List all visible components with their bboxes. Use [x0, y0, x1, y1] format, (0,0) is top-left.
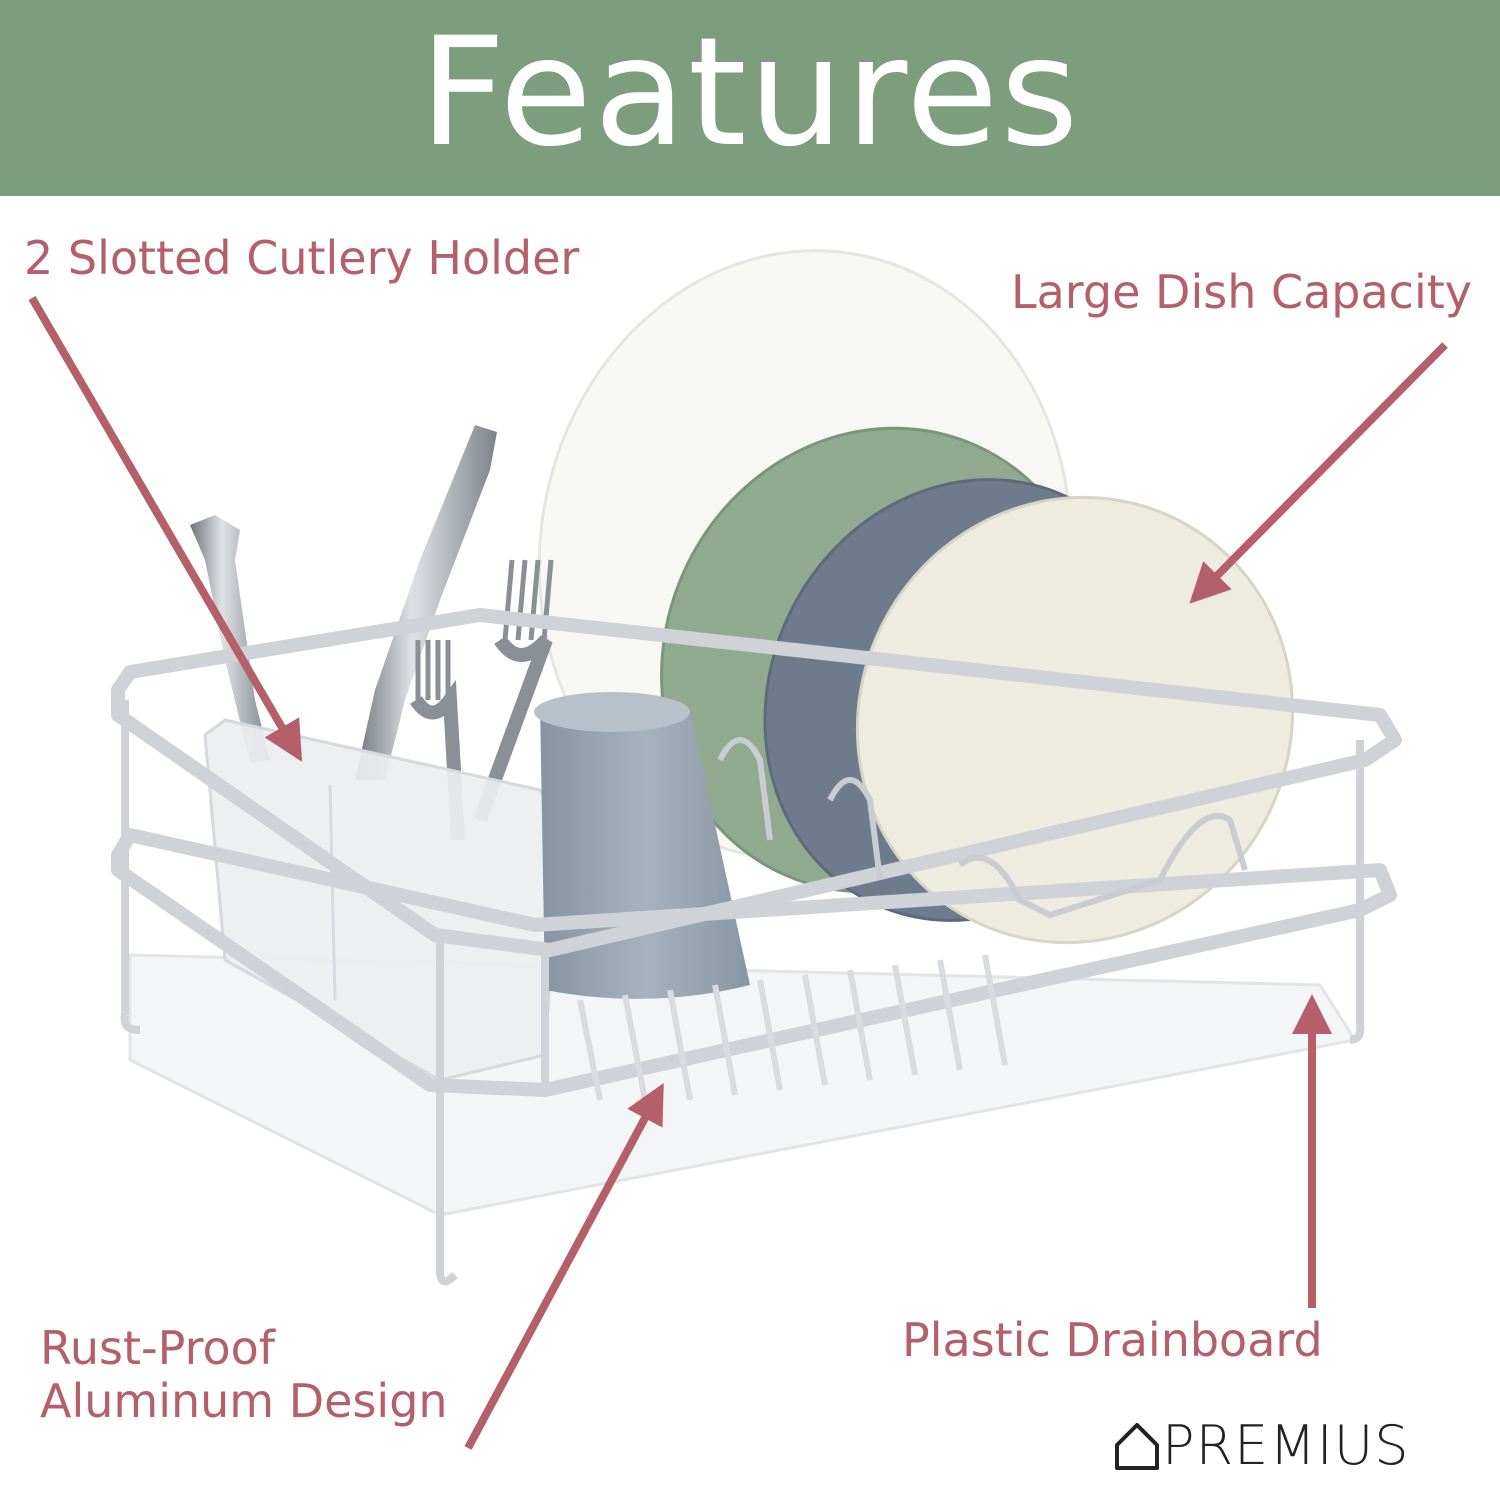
- label-rust-proof: Rust-Proof Aluminum Design: [40, 1322, 448, 1428]
- arrow-capacity: [1189, 342, 1448, 604]
- label-rust-line2: Aluminum Design: [40, 1373, 448, 1428]
- knife: [355, 425, 497, 780]
- label-drainboard: Plastic Drainboard: [902, 1313, 1323, 1367]
- brand-logo: PREMIUS: [1112, 1414, 1410, 1477]
- plate-cream: [855, 495, 1295, 945]
- fork-back: [473, 559, 554, 823]
- house-outline-icon: [1115, 1422, 1159, 1470]
- label-rust-line1: Rust-Proof: [40, 1321, 275, 1375]
- features-banner: Features: [0, 0, 1500, 196]
- plate-dividers: [717, 737, 1248, 919]
- arrow-cutlery: [28, 295, 303, 762]
- fork-front: [410, 640, 465, 841]
- brand-name: PREMIUS: [1162, 1414, 1410, 1477]
- banner-title: Features: [419, 6, 1081, 180]
- label-dish-capacity: Large Dish Capacity: [1010, 265, 1472, 319]
- label-cutlery-holder: 2 Slotted Cutlery Holder: [24, 231, 580, 285]
- dish-rack-frame: [111, 608, 1402, 1286]
- arrow-rust: [464, 1082, 664, 1450]
- rack-bars: [577, 954, 1008, 1101]
